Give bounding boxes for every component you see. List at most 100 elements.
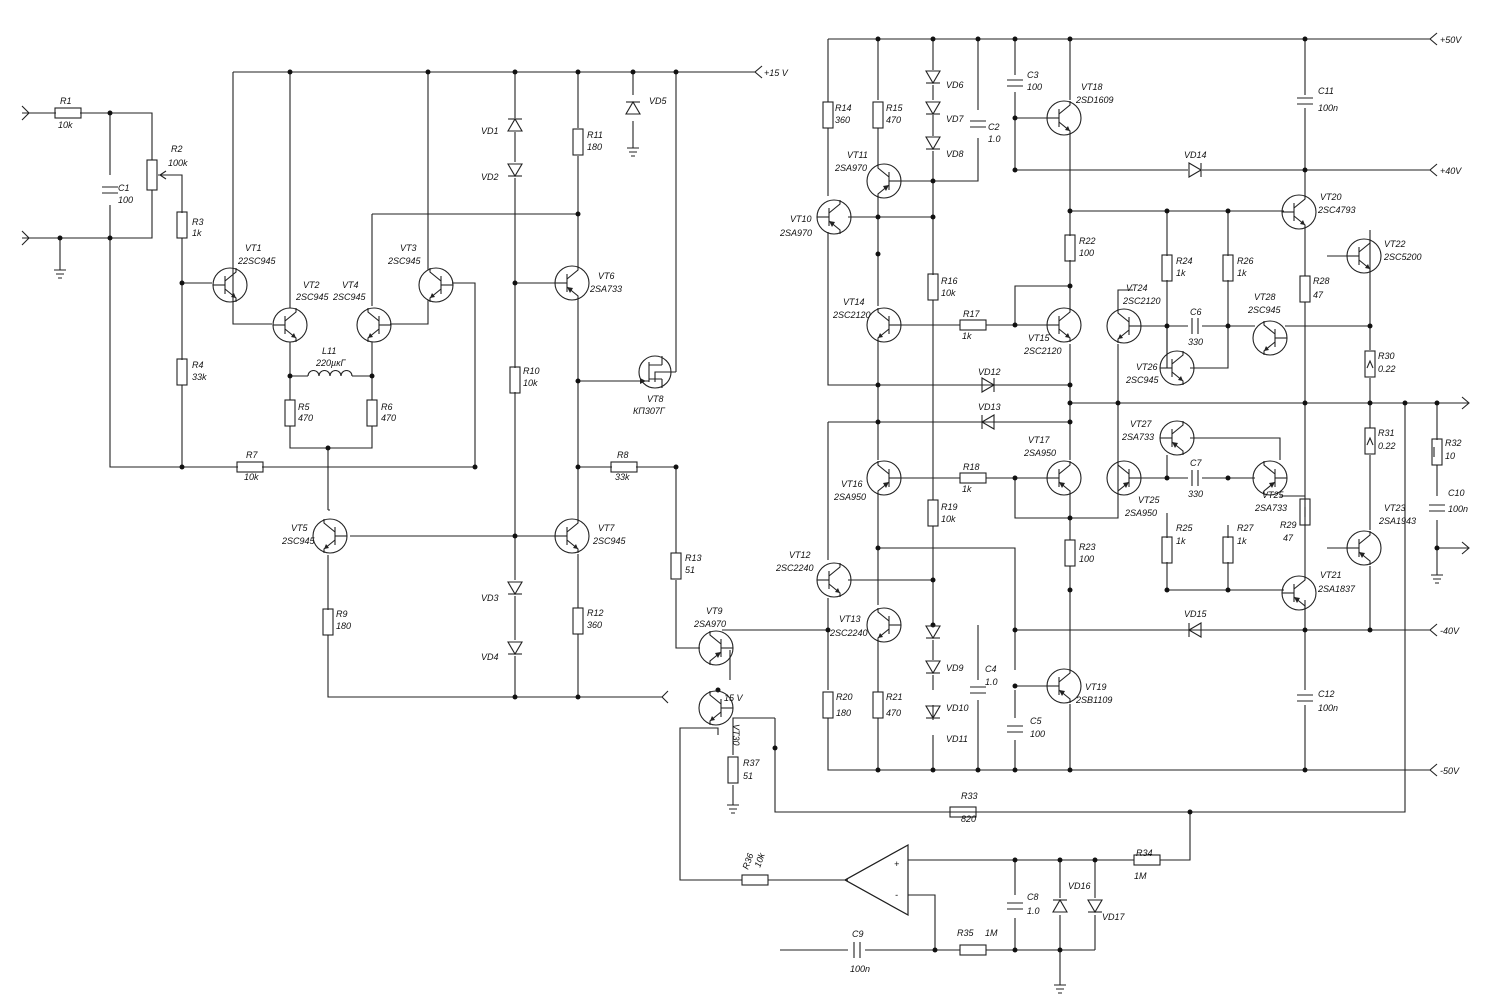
vt3-type: 2SC945 <box>387 256 422 266</box>
rail-label-p15b: 15 V <box>724 693 744 703</box>
vt5-type: 2SC945 <box>281 536 316 546</box>
vt10-arrow-icon <box>829 221 835 227</box>
r14-ref: R14 <box>835 103 852 113</box>
vt17-collector-lead <box>1058 461 1071 475</box>
vd9-label: VD9 <box>946 663 964 673</box>
ground-symbols <box>54 147 1443 994</box>
rail-label-p15: +15 V <box>764 68 789 78</box>
vt27-collector-lead <box>1171 421 1184 435</box>
vt5-collector-lead <box>323 519 336 533</box>
vt28-arrow-icon <box>1264 346 1269 351</box>
r27-val: 1k <box>1237 536 1247 546</box>
vt24-arrow-icon <box>1118 334 1123 339</box>
c3-capacitor <box>1007 79 1023 87</box>
vt21-ref: VT21 <box>1320 570 1342 580</box>
vt15-type: 2SC2120 <box>1023 346 1062 356</box>
vt1-collector-lead <box>224 268 237 282</box>
vd1-diode <box>507 117 523 132</box>
vd2-diode <box>507 163 523 178</box>
r5-ref: R5 <box>298 402 310 412</box>
vd3-diode <box>507 581 523 596</box>
vt15-arrow-icon <box>1065 333 1070 338</box>
c9-capacitor <box>853 942 861 958</box>
r4-val: 33k <box>192 372 207 382</box>
vt6-ref: VT6 <box>598 271 615 281</box>
vt3-ref: VT3 <box>400 243 417 253</box>
r31-mark-icon <box>1366 436 1374 446</box>
r27-ref: R27 <box>1237 523 1255 533</box>
vt25b-collector-lead <box>1263 461 1276 475</box>
r6-resistor <box>366 399 378 427</box>
vt4-collector-lead <box>367 308 380 322</box>
vt18-ref: VT18 <box>1081 82 1103 92</box>
c11-val: 100n <box>1318 103 1338 113</box>
r12-val: 360 <box>587 620 602 630</box>
r25-val: 1k <box>1176 536 1186 546</box>
vt10-ref: VT10 <box>790 214 812 224</box>
vt23-type: 2SA1943 <box>1378 516 1416 526</box>
vd16-diode <box>1052 898 1068 913</box>
vt17-type: 2SA950 <box>1023 448 1056 458</box>
vt24-collector-lead <box>1117 309 1130 323</box>
vd7-diode <box>925 101 941 116</box>
vt11-arrow-icon <box>883 185 889 191</box>
vt11-collector-lead <box>877 164 890 178</box>
vt12-arrow-icon <box>835 588 840 593</box>
r15-resistor <box>872 101 884 129</box>
servo-opamp <box>843 844 909 916</box>
c2-ref: C2 <box>988 122 1000 132</box>
r28-val: 47 <box>1313 290 1324 300</box>
vt14-type: 2SC2120 <box>832 310 871 320</box>
c11-capacitor <box>1297 97 1313 105</box>
r24-ref: R24 <box>1176 256 1193 266</box>
r32-val: 10 <box>1445 451 1455 461</box>
r23-val: 100 <box>1079 554 1094 564</box>
vd9-diode <box>925 625 941 640</box>
r3-val: 1k <box>192 228 202 238</box>
vd4-label: VD4 <box>481 652 499 662</box>
r36-resistor <box>741 874 769 886</box>
c2-capacitor <box>970 120 986 128</box>
vt9-arrow-icon <box>715 652 721 658</box>
vt24-ref: VT24 <box>1126 283 1148 293</box>
r23-resistor <box>1064 539 1076 567</box>
vd12-diode <box>981 377 996 393</box>
r32-ref: R32 <box>1445 438 1462 448</box>
vt20-collector-lead <box>1293 195 1306 209</box>
r14-val: 360 <box>835 115 850 125</box>
vt1-arrow-icon <box>231 293 236 298</box>
vt30-arrow-icon <box>710 716 715 721</box>
r29-resistor <box>1299 498 1311 526</box>
r33-resistor <box>949 806 977 818</box>
r8-val: 33k <box>615 472 630 482</box>
r1-ref: R1 <box>60 96 72 106</box>
r20-resistor <box>822 691 834 719</box>
r25-ref: R25 <box>1176 523 1194 533</box>
r14-resistor <box>822 101 834 129</box>
l11-inductor <box>307 370 353 377</box>
r34-val: 1M <box>1134 871 1147 881</box>
vt30-ref: VT30 <box>731 724 741 746</box>
vd11-label: VD11 <box>946 734 968 744</box>
r9-resistor <box>322 608 334 636</box>
c1-val: 100 <box>118 195 133 205</box>
c5-ref: C5 <box>1030 716 1042 726</box>
r22-val: 100 <box>1079 248 1094 258</box>
vt12-collector-lead <box>828 563 841 577</box>
vt15-ref: VT15 <box>1028 333 1051 343</box>
c6-capacitor <box>1191 318 1199 334</box>
r6-ref: R6 <box>381 402 393 412</box>
c12-val: 100n <box>1318 703 1338 713</box>
c4-ref: C4 <box>985 664 997 674</box>
c9-ref: C9 <box>852 929 864 939</box>
component-labels: +15 V +50V +40V -40V -50V 15 V + - R1 10… <box>58 35 1468 974</box>
vt20-arrow-icon <box>1300 220 1305 225</box>
vt23-ref: VT23 <box>1384 503 1406 513</box>
r24-resistor <box>1161 254 1173 282</box>
vt26-ref: VT26 <box>1136 362 1158 372</box>
r3-ref: R3 <box>192 217 204 227</box>
vt8-transistor <box>638 355 672 389</box>
c7-capacitor <box>1191 470 1199 486</box>
r20-val: 180 <box>836 708 851 718</box>
vt8-gate-arrow-icon <box>640 378 646 384</box>
